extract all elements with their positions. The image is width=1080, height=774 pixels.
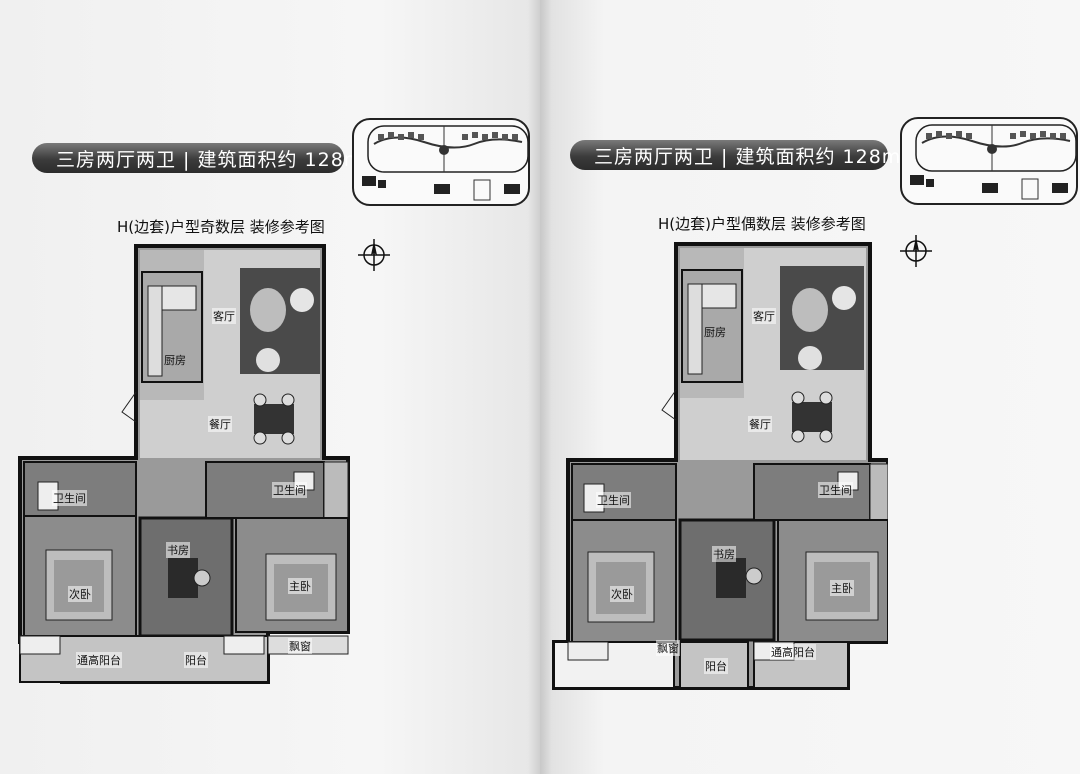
left-page: 三房两厅两卫 | 建筑面积约 128m² H(边套)户型奇数层 装修参考图 [0, 0, 540, 774]
room-dining: 餐厅 [208, 416, 232, 432]
floor-plan-title: H(边套)户型奇数层 装修参考图 [117, 218, 325, 236]
banner-title: 三房两厅两卫 | 建筑面积约 128m² [570, 140, 909, 170]
site-plan-thumbnail [900, 117, 1078, 205]
room-balcony-tall: 通高阳台 [76, 652, 122, 668]
room-bath-right: 卫生间 [272, 482, 307, 498]
floor-plan-odd: 厨房 客厅 餐厅 卫生间 卫生间 书房 次卧 主卧 通高阳台 阳台 飘窗 [18, 242, 354, 690]
room-bay-window: 飘窗 [288, 638, 312, 654]
right-page: 三房两厅两卫 | 建筑面积约 128m² H(边套)户型偶数层 装修参考图 [540, 0, 1080, 774]
room-balcony-tall: 通高阳台 [770, 644, 816, 660]
room-study: 书房 [712, 546, 736, 562]
room-bay-window: 飘窗 [656, 640, 680, 656]
room-balcony: 阳台 [704, 658, 728, 674]
room-bedroom-second: 次卧 [68, 586, 92, 602]
room-kitchen: 厨房 [704, 326, 726, 339]
room-bath-right: 卫生间 [818, 482, 853, 498]
room-living: 客厅 [752, 308, 776, 324]
floor-plan-title: H(边套)户型偶数层 装修参考图 [658, 215, 866, 233]
room-balcony: 阳台 [184, 652, 208, 668]
banner-title: 三房两厅两卫 | 建筑面积约 128m² [32, 143, 371, 173]
floor-plan-even: 厨房 客厅 餐厅 卫生间 卫生间 书房 次卧 主卧 飘窗 阳台 通高阳台 [548, 240, 890, 692]
room-bath-left: 卫生间 [52, 490, 87, 506]
room-dining: 餐厅 [748, 416, 772, 432]
room-bedroom-master: 主卧 [288, 578, 312, 594]
room-bath-left: 卫生间 [596, 492, 631, 508]
north-compass-icon [898, 233, 934, 269]
room-living: 客厅 [212, 308, 236, 324]
page-fold-shadow [528, 0, 552, 774]
room-bedroom-master: 主卧 [830, 580, 854, 596]
north-compass-icon [356, 237, 392, 273]
room-study: 书房 [166, 542, 190, 558]
room-bedroom-second: 次卧 [610, 586, 634, 602]
room-kitchen: 厨房 [164, 354, 186, 367]
site-plan-thumbnail [352, 118, 530, 206]
